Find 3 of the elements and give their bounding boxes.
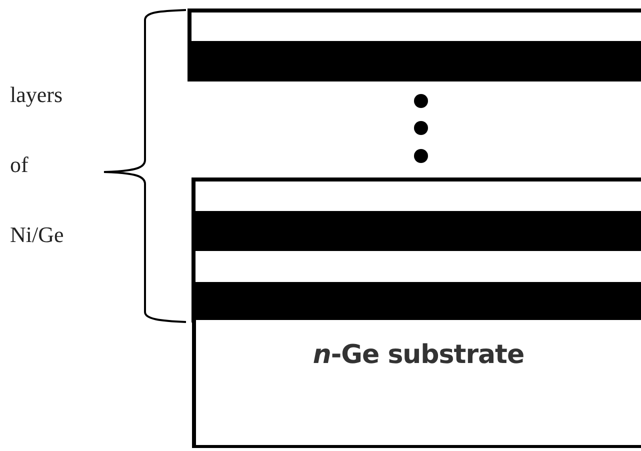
- layer-label: n-Ge substrate: [312, 340, 524, 370]
- substrate-layer: [192, 320, 641, 448]
- annotation-text: layers of Ni/Ge: [10, 81, 65, 249]
